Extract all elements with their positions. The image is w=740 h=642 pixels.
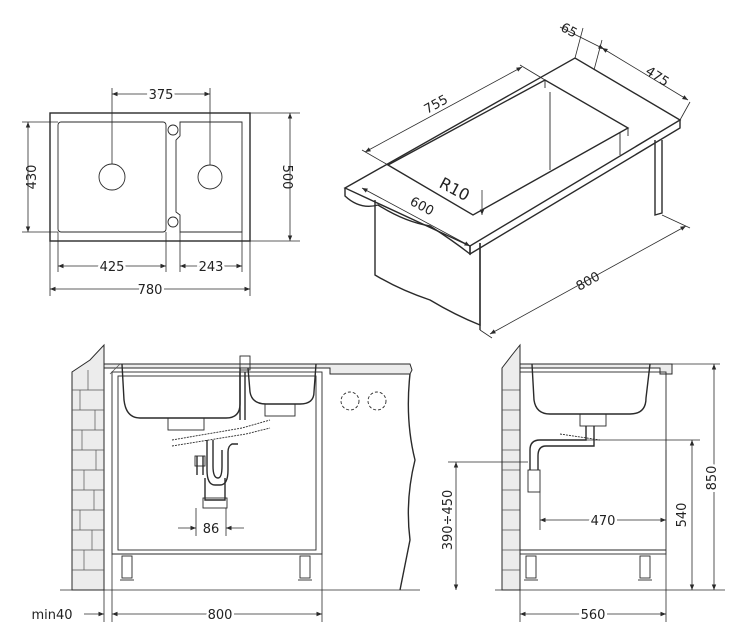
sink-outline <box>49 112 251 242</box>
dim-243: 243 <box>199 260 224 275</box>
dim-r10: R10 <box>436 173 473 205</box>
dim-850: 850 <box>705 466 720 491</box>
dim-390-450: 390÷450 <box>441 490 456 551</box>
sink-cutout <box>386 79 630 216</box>
side-bowl <box>531 363 651 415</box>
dim-475: 475 <box>642 64 671 90</box>
tap-hole <box>167 216 179 228</box>
cabinet-left-side <box>374 200 481 327</box>
dim-800-front: 800 <box>208 608 233 623</box>
dim-780: 780 <box>138 283 163 298</box>
cabinet-right-side <box>654 140 663 216</box>
secondary-drain <box>197 164 223 190</box>
dim-470: 470 <box>591 514 616 529</box>
side-siphon <box>527 469 541 493</box>
front-section-view: 86 min40 800 <box>31 343 420 626</box>
siphon <box>206 440 238 486</box>
dim-500: 500 <box>279 165 294 190</box>
secondary-bowl <box>175 121 243 233</box>
dim-540: 540 <box>675 503 690 528</box>
main-drain <box>98 163 126 191</box>
side-wall <box>501 343 521 591</box>
dim-430: 430 <box>25 165 40 190</box>
secondary-bowl-section <box>247 363 317 405</box>
top-view: 375 430 500 425 243 780 <box>22 86 300 301</box>
countertop <box>343 57 682 247</box>
main-waste <box>167 417 205 431</box>
dim-425: 425 <box>100 260 125 275</box>
dim-800-iso: 800 <box>574 269 603 294</box>
side-section-view: 470 390÷450 540 850 560 <box>441 343 725 626</box>
dim-86: 86 <box>203 522 220 537</box>
secondary-waste <box>264 403 296 417</box>
dim-375: 375 <box>149 88 174 103</box>
dim-min40: min40 <box>31 608 72 623</box>
dim-65: 65 <box>558 20 580 41</box>
overflow-hole <box>167 124 179 136</box>
dim-560: 560 <box>581 608 606 623</box>
dim-600: 600 <box>407 194 436 219</box>
isometric-view: 65 475 755 R10 600 800 <box>343 20 691 339</box>
countertop-section <box>103 363 413 375</box>
